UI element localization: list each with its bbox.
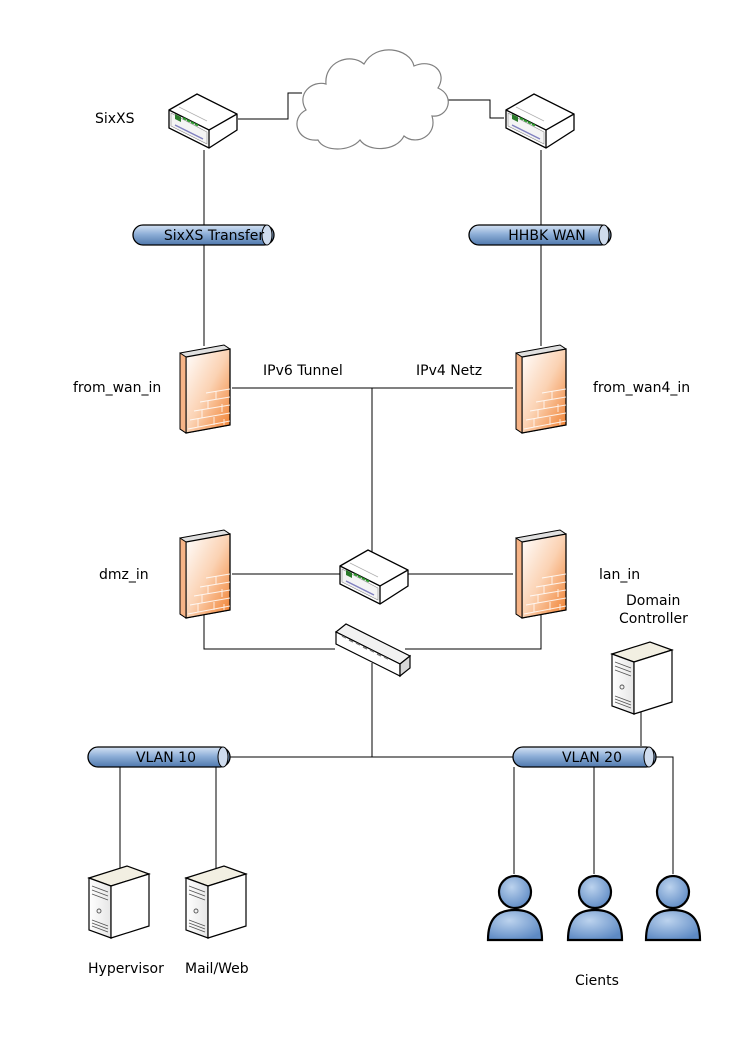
server-icon bbox=[611, 641, 673, 715]
user-icon bbox=[566, 874, 624, 942]
connection-lines bbox=[119, 92, 674, 874]
link-cloud-hhbk bbox=[440, 99, 504, 119]
pipe-label: HHBK WAN bbox=[508, 228, 585, 244]
pipe-label: VLAN 20 bbox=[562, 750, 622, 766]
label-from-wan4-in: from_wan4_in bbox=[593, 380, 690, 396]
label-lan-in: lan_in bbox=[599, 567, 640, 583]
link-client-3 bbox=[654, 756, 674, 874]
firewall-icon bbox=[515, 529, 567, 619]
router-icon bbox=[505, 93, 575, 149]
pipe-label: SixXS Transfer bbox=[164, 228, 265, 244]
label-mailweb: Mail/Web bbox=[185, 961, 249, 977]
firewall-icon bbox=[179, 529, 231, 619]
firewall-icon bbox=[179, 344, 231, 434]
link-fw-switch bbox=[203, 614, 335, 650]
label-controller: Controller bbox=[619, 611, 688, 627]
cloud-icon bbox=[296, 49, 449, 150]
pipe-vlan20: VLAN 20 bbox=[512, 746, 657, 768]
pipe-sixxs-transfer: SixXS Transfer bbox=[132, 224, 275, 246]
server-icon bbox=[88, 865, 150, 939]
label-ipv4-netz: IPv4 Netz bbox=[416, 363, 482, 379]
server-icon bbox=[185, 865, 247, 939]
label-hypervisor: Hypervisor bbox=[88, 961, 164, 977]
label-sixxs: SixXS bbox=[95, 111, 135, 127]
label-from-wan-in: from_wan_in bbox=[73, 380, 161, 396]
label-domain: Domain bbox=[626, 593, 680, 609]
pipe-label: VLAN 10 bbox=[136, 750, 196, 766]
label-clients: Cients bbox=[575, 973, 619, 989]
link-sixxs-cloud bbox=[238, 92, 302, 120]
user-icon bbox=[486, 874, 544, 942]
firewall-icon bbox=[515, 344, 567, 434]
link-lanfw-switch bbox=[405, 614, 542, 650]
label-dmz-in: dmz_in bbox=[99, 567, 149, 583]
pipe-hhbk-wan: HHBK WAN bbox=[468, 224, 612, 246]
user-icon bbox=[644, 874, 702, 942]
switch-icon bbox=[334, 623, 412, 678]
label-ipv6-tunnel: IPv6 Tunnel bbox=[263, 363, 343, 379]
router-icon bbox=[339, 549, 409, 605]
router-icon bbox=[168, 93, 238, 149]
pipe-vlan10: VLAN 10 bbox=[87, 746, 231, 768]
